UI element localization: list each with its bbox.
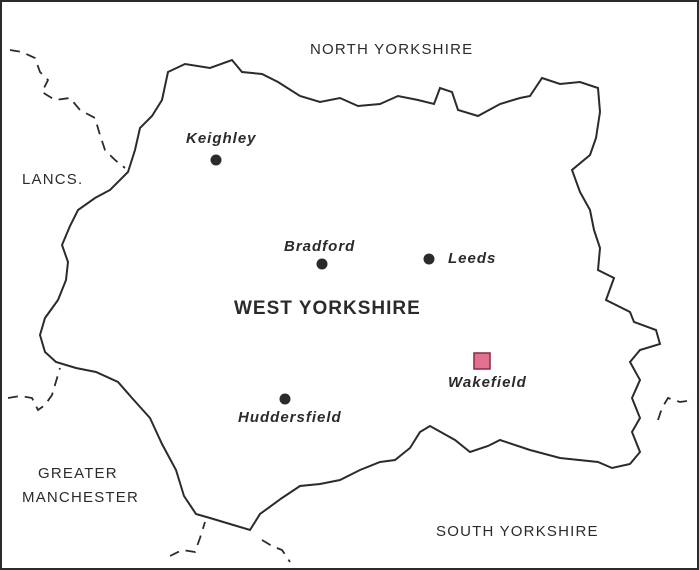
keighley-label: Keighley: [186, 130, 257, 147]
bradford-marker: [316, 258, 328, 270]
south-yorkshire-label: SOUTH YORKSHIRE: [436, 523, 599, 540]
greater-manchester-label-line1: GREATER: [38, 465, 118, 482]
lancs-north-yorkshire-boundary: [9, 49, 126, 169]
bradford-label: Bradford: [284, 238, 356, 255]
wakefield-label: Wakefield: [448, 374, 527, 391]
huddersfield-marker: [279, 393, 291, 405]
west-yorkshire-boundary: [38, 58, 662, 532]
lancs-greater-manchester-boundary: [7, 367, 61, 412]
greater-manchester-south-boundary: [169, 521, 206, 557]
east-boundary: [657, 396, 695, 421]
greater-manchester-label-line2: MANCHESTER: [22, 489, 140, 506]
west-yorkshire-label: WEST YORKSHIRE: [234, 298, 421, 319]
leeds-label: Leeds: [448, 250, 497, 267]
leeds-marker: [423, 253, 435, 265]
wakefield-county-town-marker: [473, 352, 491, 370]
north-yorkshire-label: NORTH YORKSHIRE: [310, 41, 474, 58]
south-yorkshire-west-boundary: [261, 539, 291, 563]
keighley-marker: [210, 154, 222, 166]
lancs-label: LANCS.: [22, 171, 84, 188]
huddersfield-label: Huddersfield: [238, 409, 342, 426]
